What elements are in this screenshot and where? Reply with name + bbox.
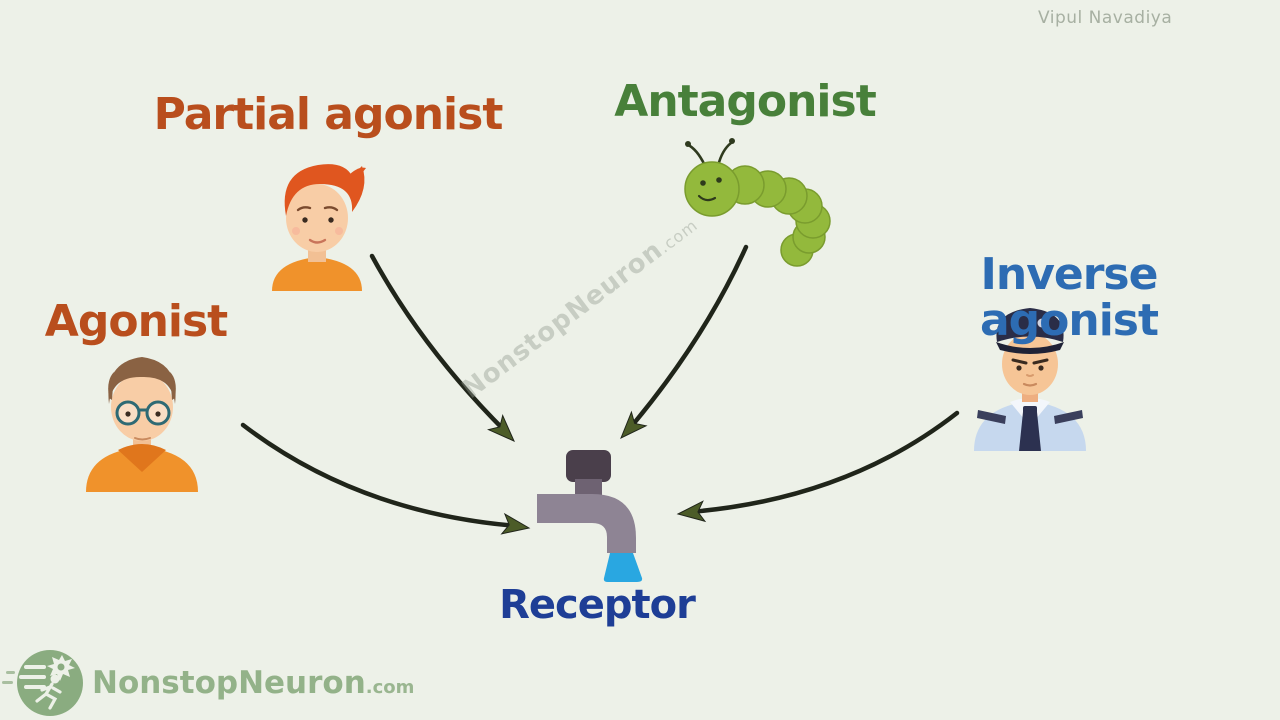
arrow-agonist-to-receptor: [240, 422, 531, 535]
antagonist-label: Antagonist: [614, 76, 876, 127]
receptor-label: Receptor: [499, 582, 696, 628]
arrow-partial-agonist-to-receptor: [369, 253, 515, 442]
attribution-text: Vipul Navadiya: [1038, 8, 1173, 28]
agonist-person-icon: [86, 357, 198, 492]
nonstopneuron-logo-text: NonstopNeuron.com: [92, 665, 414, 701]
agonist-label: Agonist: [44, 296, 228, 347]
nonstopneuron-logo-icon: [2, 650, 83, 716]
partial-agonist-label: Partial agonist: [153, 89, 504, 140]
antagonist-caterpillar-icon: [684, 138, 831, 267]
arrow-antagonist-to-receptor: [620, 244, 749, 440]
arrow-inverse-agonist-to-receptor: [676, 410, 960, 523]
logo-name: NonstopNeuron: [92, 665, 366, 701]
inverse-agonist-police-icon: [974, 308, 1086, 451]
receptor-faucet-icon: [537, 450, 643, 582]
logo-suffix: .com: [365, 677, 415, 698]
partial-agonist-person-icon: [272, 164, 366, 291]
inverse-agonist-label: Inverse agonist: [979, 249, 1159, 347]
